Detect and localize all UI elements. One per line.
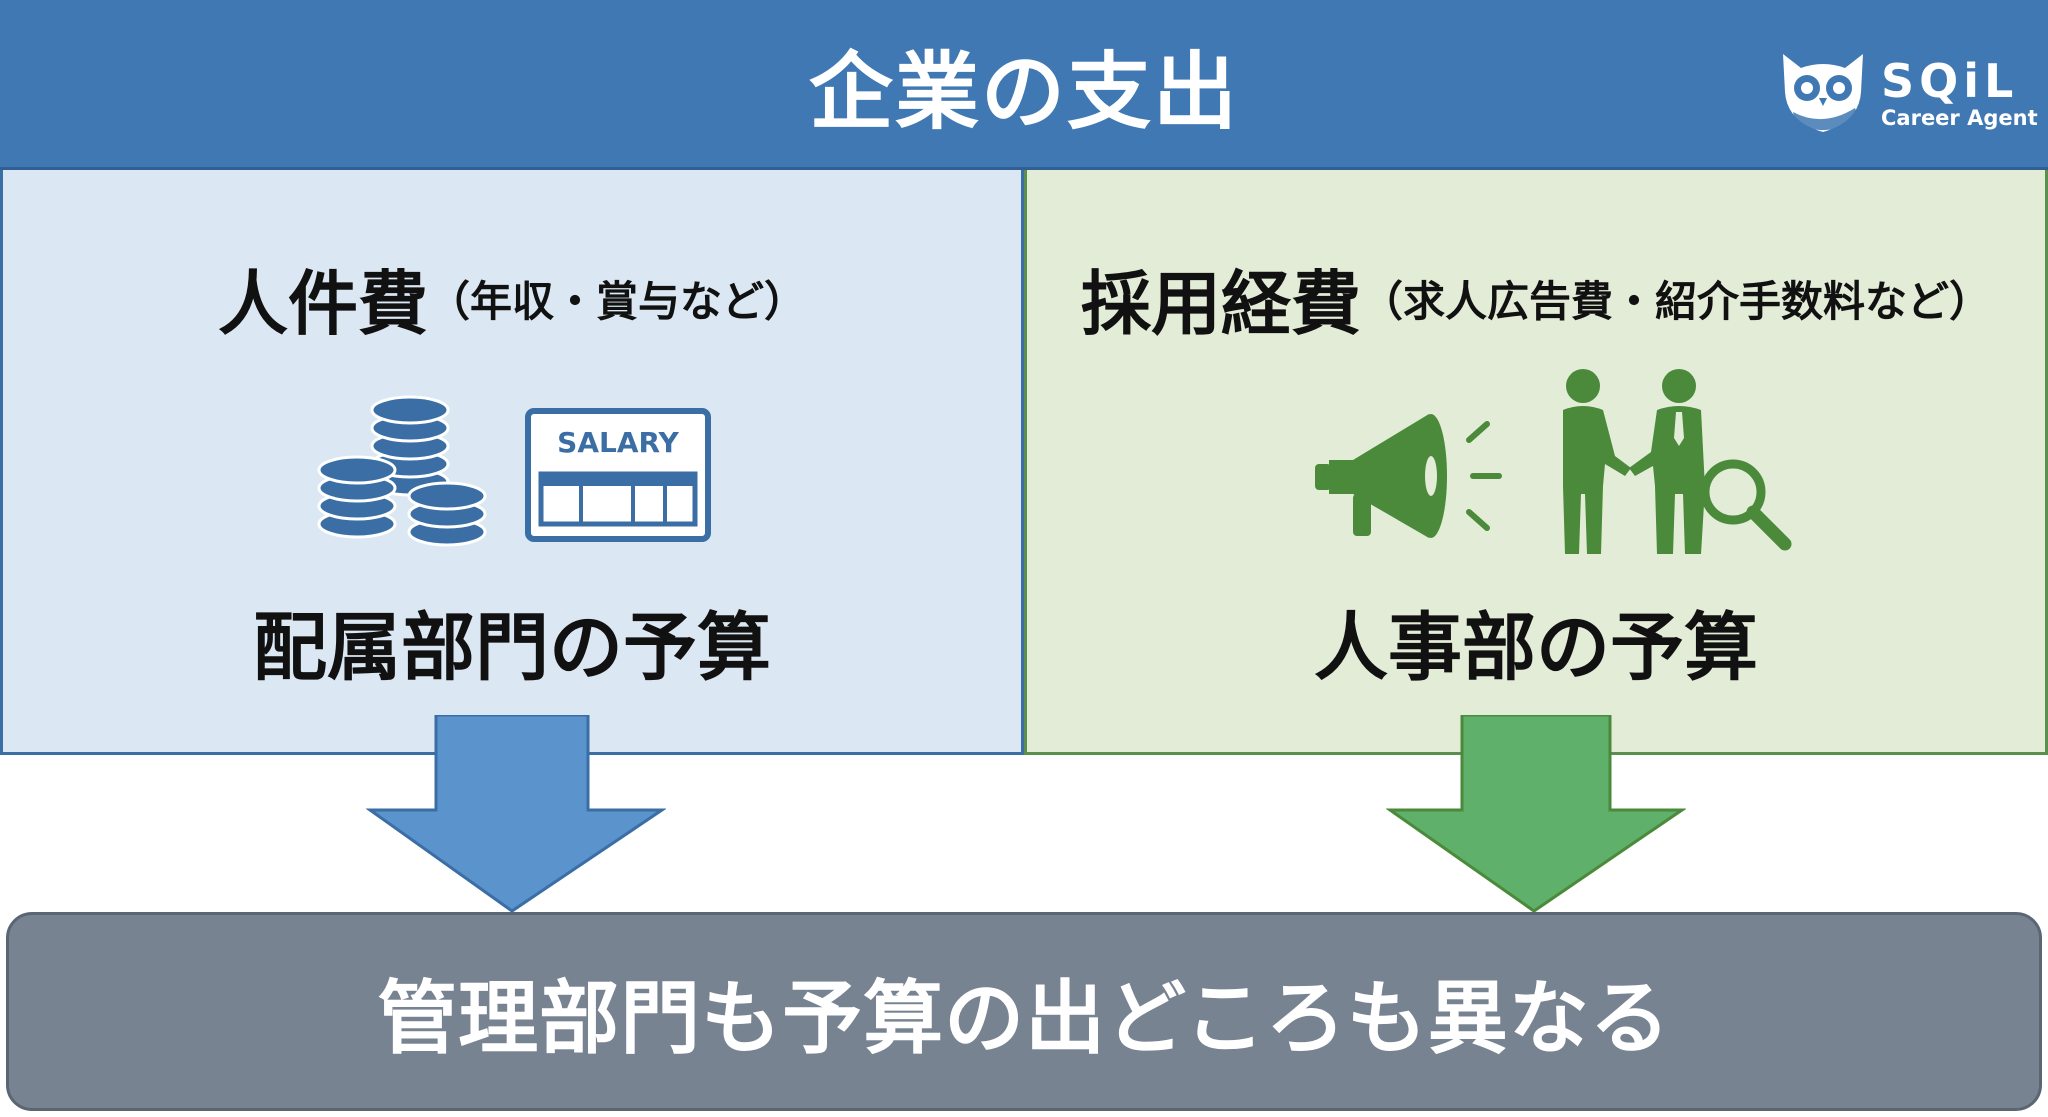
owl-icon	[1783, 54, 1863, 132]
page-title: 企業の支出	[808, 42, 1239, 141]
personnel-cost-title: 人件費	[217, 263, 428, 345]
green-down-arrow-icon	[1386, 715, 1686, 913]
brand-logo: SQiL Career Agent	[1775, 48, 2038, 138]
salary-label: SALARY	[557, 426, 679, 459]
handshake-people-icon	[1563, 369, 1705, 554]
recruitment-cost-note: （求人広告費・紹介手数料など）	[1360, 277, 1991, 326]
personnel-cost-panel: 人件費（年収・賞与など） SALARY 配属部門の予算	[0, 170, 1024, 755]
logo-name: SQiL	[1881, 54, 2019, 108]
logo-subtitle: Career Agent	[1881, 106, 2038, 130]
magnifier-icon	[1700, 459, 1792, 551]
personnel-cost-heading: 人件費（年収・賞与など）	[3, 248, 1021, 349]
coin-stack-icon	[317, 395, 487, 547]
header-bar: 企業の支出 SQiL Career Agent	[0, 0, 2048, 170]
recruitment-cost-heading: 採用経費（求人広告費・紹介手数料など）	[1027, 248, 2045, 349]
recruitment-cost-title: 採用経費	[1080, 263, 1361, 345]
personnel-cost-note: （年収・賞与など）	[427, 277, 806, 326]
conclusion-banner: 管理部門も予算の出どころも異なる	[6, 912, 2042, 1111]
recruitment-cost-panel: 採用経費（求人広告費・紹介手数料など） 人事部の予算	[1024, 170, 2048, 755]
hr-budget-label: 人事部の予算	[1314, 605, 1758, 691]
salary-statement-icon: SALARY	[525, 408, 711, 542]
blue-down-arrow-icon	[366, 715, 666, 913]
department-budget-label: 配属部門の予算	[253, 605, 771, 691]
megaphone-icon	[1315, 414, 1502, 538]
